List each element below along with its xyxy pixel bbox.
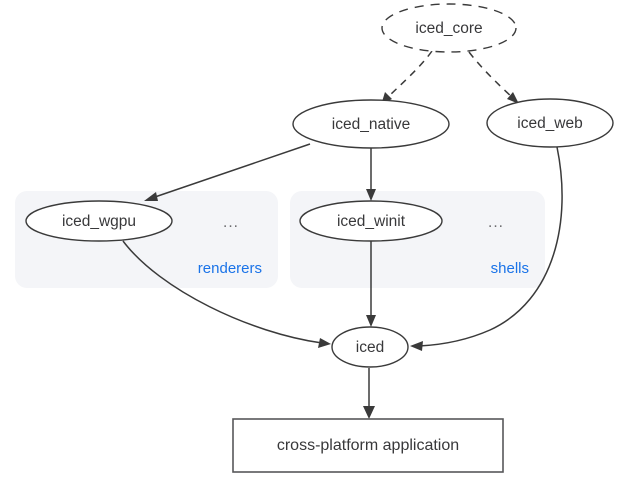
- edge-iced-native-to-iced-wgpu-path: [151, 143, 311, 199]
- node-iced-native-label: iced_native: [332, 116, 410, 133]
- edge-iced-wgpu-to-iced-path: [122, 240, 323, 344]
- node-iced-winit[interactable]: iced_winit: [299, 200, 443, 242]
- edge-iced-web-to-iced-path: [418, 146, 563, 347]
- node-iced-web-label: iced_web: [517, 115, 583, 132]
- cluster-renderers-label: renderers: [198, 260, 262, 277]
- node-cross-platform-application-label: cross-platform application: [277, 437, 459, 454]
- node-iced-core-shape[interactable]: [381, 3, 517, 53]
- node-iced-winit-shape[interactable]: [299, 200, 443, 242]
- node-iced-wgpu-label: iced_wgpu: [62, 213, 136, 230]
- edge-iced-wgpu-to-iced: [122, 240, 331, 348]
- edge-iced-wgpu-to-iced-arrowhead: [318, 338, 331, 348]
- node-cross-platform-application-shape[interactable]: [232, 418, 504, 473]
- edge-iced-native-to-iced-winit: [366, 148, 376, 201]
- node-iced-core-label: iced_core: [415, 20, 482, 37]
- node-iced-web-shape[interactable]: [486, 98, 614, 148]
- edge-iced-web-to-iced-arrowhead: [410, 341, 423, 351]
- edge-iced-core-to-iced-web: [468, 51, 519, 104]
- edge-iced-winit-to-iced: [366, 240, 376, 327]
- node-iced[interactable]: iced: [331, 326, 409, 368]
- edge-iced-core-to-iced-native-path: [385, 50, 433, 100]
- node-iced-wgpu-shape[interactable]: [25, 200, 173, 242]
- cluster-renderers-ellipsis: ...: [223, 214, 239, 231]
- node-iced-native[interactable]: iced_native: [292, 99, 450, 149]
- node-iced-core[interactable]: iced_core: [381, 3, 517, 53]
- node-iced-wgpu[interactable]: iced_wgpu: [25, 200, 173, 242]
- node-iced-winit-label: iced_winit: [337, 213, 406, 230]
- edge-iced-to-application-arrowhead: [363, 406, 375, 419]
- edge-iced-native-to-iced-wgpu-arrowhead: [144, 192, 158, 201]
- node-iced-label: iced: [356, 339, 384, 356]
- edge-iced-core-to-iced-web-arrowhead: [507, 92, 519, 104]
- edge-iced-web-to-iced: [410, 146, 563, 351]
- cluster-shells-label: shells: [491, 260, 529, 277]
- node-iced-native-shape[interactable]: [292, 99, 450, 149]
- cluster-shells-ellipsis: ...: [488, 214, 504, 231]
- node-iced-shape[interactable]: [331, 326, 409, 368]
- edge-iced-native-to-iced-winit-arrowhead: [366, 189, 376, 201]
- node-cross-platform-application[interactable]: cross-platform application: [232, 418, 504, 473]
- edge-iced-winit-to-iced-arrowhead: [366, 315, 376, 327]
- node-iced-web[interactable]: iced_web: [486, 98, 614, 148]
- edge-iced-to-application: [363, 368, 375, 419]
- edge-iced-native-to-iced-wgpu: [144, 143, 311, 201]
- edge-iced-core-to-iced-native: [381, 50, 433, 105]
- edge-iced-core-to-iced-web-path: [468, 51, 515, 100]
